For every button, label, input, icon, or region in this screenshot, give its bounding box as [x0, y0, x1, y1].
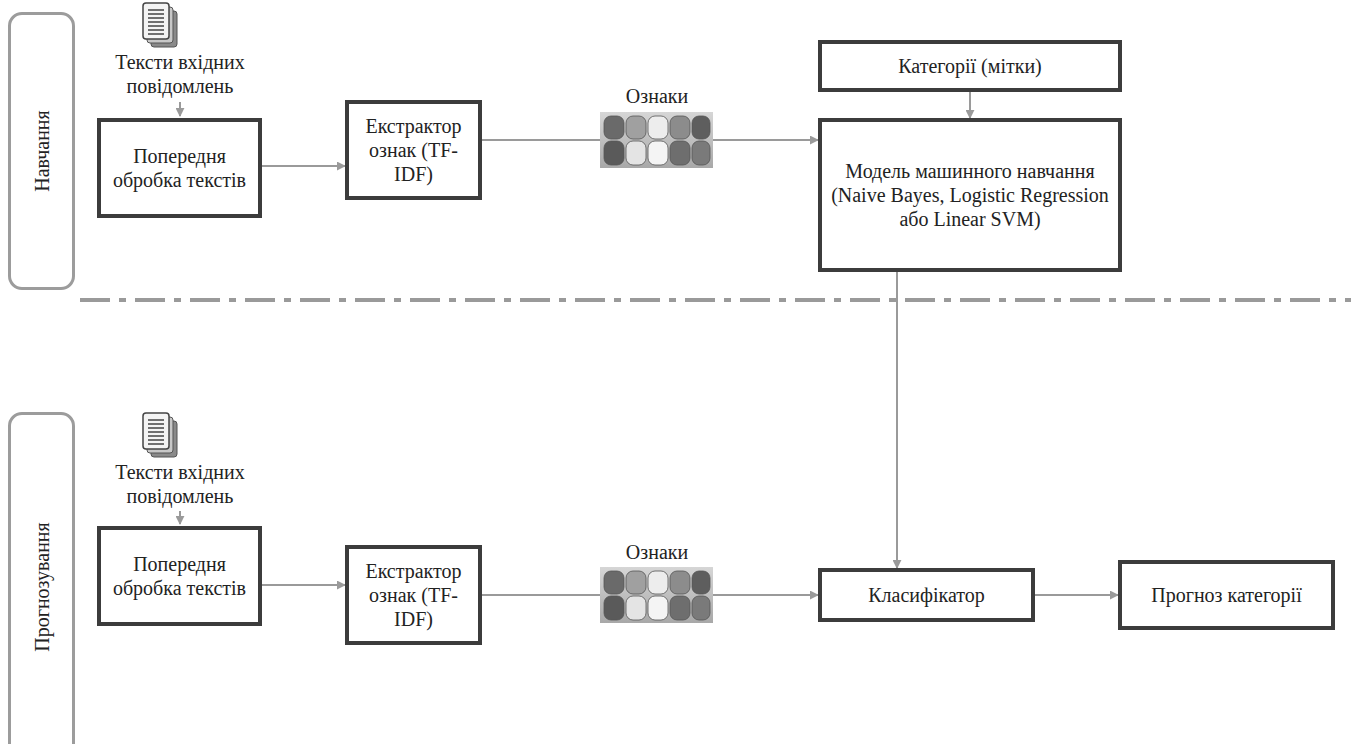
box-text: Прогноз категорії [1143, 583, 1309, 607]
flow-arrow [969, 92, 971, 118]
phase-band: Прогнозування [8, 412, 75, 744]
process-box: Попередня обробка текстів [97, 526, 262, 626]
input-box: Категорії (мітки) [818, 40, 1122, 92]
process-box: Екстрактор ознак (TF-IDF) [345, 100, 482, 200]
input-arrow [179, 511, 181, 524]
output-box: Прогноз категорії [1118, 560, 1335, 630]
box-text: Модель машинного навчання (Naive Bayes, … [822, 159, 1118, 231]
features-caption: Ознаки [587, 540, 727, 564]
flow-arrow [262, 165, 345, 167]
process-box: Попередня обробка текстів [97, 118, 262, 218]
box-text: Класифікатор [860, 583, 993, 607]
input-arrow [179, 102, 181, 116]
features-image [600, 112, 713, 168]
phase-band: Навчання [8, 12, 75, 290]
phase-title: Навчання [30, 110, 54, 192]
process-box: Екстрактор ознак (TF-IDF) [345, 545, 482, 645]
flow-arrow [1035, 594, 1118, 596]
model-box: Модель машинного навчання (Naive Bayes, … [818, 118, 1122, 272]
box-text: Екстрактор ознак (TF-IDF) [349, 559, 478, 631]
features-image [600, 567, 713, 623]
input-caption: Тексти вхідних повідомлень [70, 50, 290, 98]
classifier-box: Класифікатор [818, 568, 1035, 622]
input-caption: Тексти вхідних повідомлень [70, 460, 290, 508]
features-caption: Ознаки [587, 84, 727, 108]
document-icon [143, 413, 177, 457]
phase-title: Прогнозування [30, 522, 54, 652]
document-icon [143, 3, 177, 47]
flow-arrow [896, 272, 898, 568]
box-text: Попередня обробка текстів [101, 552, 258, 600]
box-text: Категорії (мітки) [890, 54, 1050, 78]
flow-arrow [262, 584, 345, 586]
phase-separator [80, 298, 1351, 302]
box-text: Попередня обробка текстів [101, 144, 258, 192]
box-text: Екстрактор ознак (TF-IDF) [349, 114, 478, 186]
